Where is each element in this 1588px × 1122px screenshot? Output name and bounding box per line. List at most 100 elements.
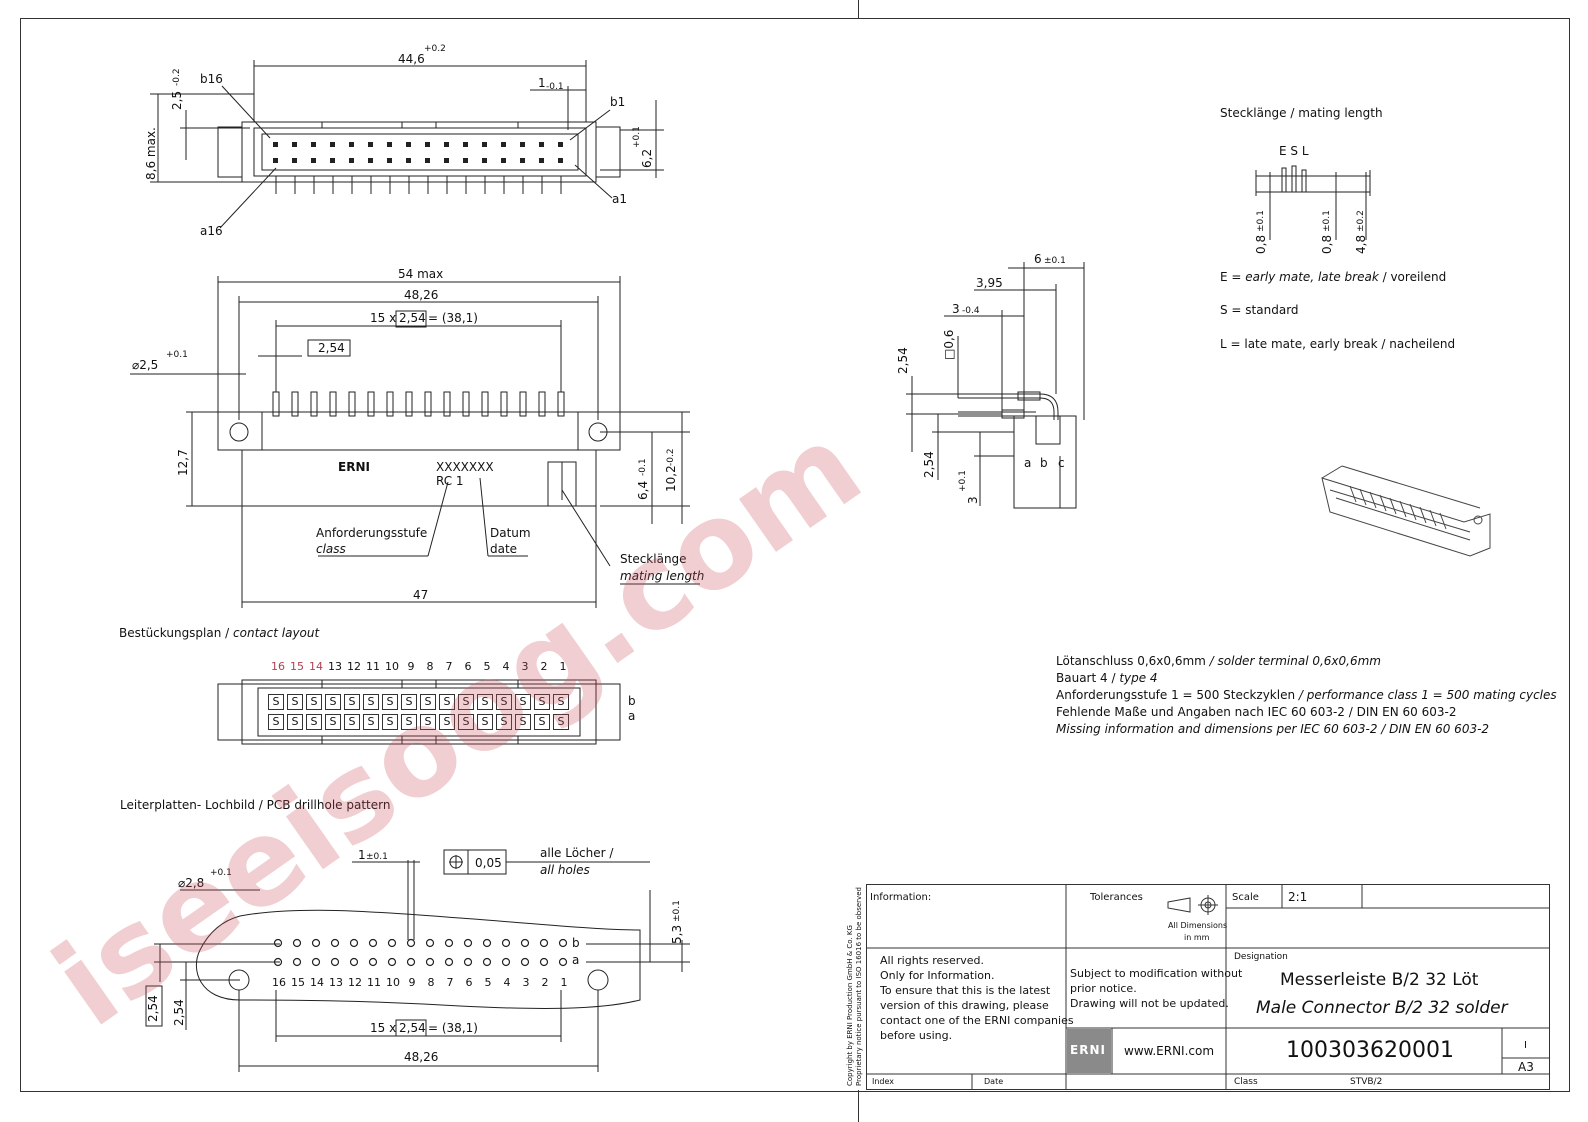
contact-number: 2 [540, 660, 548, 673]
pcb-number: 11 [367, 976, 381, 989]
tb-all-dimensions: All Dimensions [1168, 921, 1228, 930]
dim-width: 44,6 [398, 52, 425, 66]
pcb-hole-value: 2,8 [185, 876, 205, 890]
contact-cell: S [439, 714, 455, 730]
product-marking: XXXXXXX [436, 460, 494, 474]
tb-scale-value: 2:1 [1288, 890, 1308, 904]
pcb-number: 10 [386, 976, 400, 989]
contact-cell: S [401, 694, 417, 710]
pcb-number: 6 [465, 976, 473, 989]
tb-designation-de: Messerleiste B/2 32 Löt [1280, 970, 1479, 990]
note-3b: / performance class 1 = 500 mating cycle… [1295, 688, 1557, 702]
contact-cell: S [477, 714, 493, 730]
tb-logo: ERNI [1070, 1043, 1106, 1057]
note-line-4: Fehlende Maße und Angaben nach IEC 60 60… [1056, 705, 1457, 719]
contact-number: 11 [366, 660, 380, 673]
pcb-tolerance-value: 0,05 [475, 856, 502, 870]
class-marking: RC 1 [436, 474, 464, 488]
pcb-number: 3 [522, 976, 530, 989]
note-2a: Bauart 4 / [1056, 671, 1120, 685]
tb-designation-label: Designation [1234, 952, 1288, 962]
contact-cell: S [382, 714, 398, 730]
contact-cell: S [439, 694, 455, 710]
contact-cell: S [268, 714, 284, 730]
title-block [866, 884, 1550, 1090]
note-line-2: Bauart 4 / type 4 [1056, 671, 1158, 685]
pcb-row-a: a [572, 953, 580, 967]
contact-cell: S [534, 694, 550, 710]
side-dim-395: 3,95 [976, 276, 1003, 290]
side-row-a: a [1024, 456, 1032, 470]
contact-cell: S [458, 714, 474, 730]
pcb-number: 14 [310, 976, 324, 989]
tb-copyright: Copyright by ERNI Production GmbH & Co. … [846, 887, 863, 1086]
top-view-contacts [273, 142, 563, 163]
contact-cell: S [363, 694, 379, 710]
contact-cell: S [477, 694, 493, 710]
contact-number: 13 [328, 660, 342, 673]
contact-layout-title: Bestückungsplan / contact layout [119, 626, 319, 640]
tb-scale-label: Scale [1232, 892, 1259, 903]
label-datum: Datum [490, 526, 531, 540]
pcb-holes [273, 938, 568, 967]
contact-cell: S [515, 714, 531, 730]
contact-number: 9 [407, 660, 415, 673]
frame-tick-top [858, 0, 859, 18]
contact-cell: S [306, 714, 322, 730]
contact-cell: S [382, 694, 398, 710]
tb-revision: I [1524, 1040, 1527, 1051]
pcb-dim-4826: 48,26 [404, 1050, 439, 1064]
contact-cell: S [553, 694, 569, 710]
pcb-number: 9 [408, 976, 416, 989]
dim-381: = (38,1) [428, 311, 478, 325]
pcb-number: 7 [446, 976, 454, 989]
contact-cell: S [458, 694, 474, 710]
iso-connector-sketch [1321, 465, 1491, 557]
contact-cell: S [268, 694, 284, 710]
contact-number: 6 [464, 660, 472, 673]
mating-e-post: / voreilend [1378, 270, 1447, 284]
dim-254-pitch: 2,54 [318, 341, 345, 355]
contact-number: 1 [559, 660, 567, 673]
pcb-dim-15x: 15 x [370, 1021, 397, 1035]
pcb-number: 4 [503, 976, 511, 989]
label-class: class [316, 542, 346, 556]
contact-number: 4 [502, 660, 510, 673]
pcb-number: 1 [560, 976, 568, 989]
dim-hole-tol: +0.1 [166, 350, 188, 360]
contact-number: 3 [521, 660, 529, 673]
pcb-all-holes-de: alle Löcher / [540, 846, 614, 860]
note-1a: Lötanschluss 0,6x0,6mm [1056, 654, 1206, 668]
tb-url[interactable]: www.ERNI.com [1124, 1044, 1215, 1058]
contact-number: 7 [445, 660, 453, 673]
tb-information: Information: [870, 892, 932, 903]
dim-54max: 54 max [398, 267, 444, 281]
pcb-number: 15 [291, 976, 305, 989]
side-dim-6: 6 [1034, 252, 1042, 266]
label-anforderungsstufe: Anforderungsstufe [316, 526, 428, 540]
pcb-number: 13 [329, 976, 343, 989]
label-date: date [490, 542, 518, 556]
dim-pitch-tol: -0.1 [546, 82, 564, 92]
tb-class-value: STVB/2 [1350, 1077, 1383, 1087]
pcb-dim-381: = (38,1) [428, 1021, 478, 1035]
dim-pitch: 1 [538, 76, 546, 90]
label-mating-length: mating length [620, 569, 705, 583]
contact-cell: S [325, 694, 341, 710]
mating-e-italic: early mate, late break [1245, 270, 1379, 284]
side-dim-3: 3 [952, 302, 960, 316]
label-stecklaenge: Stecklänge [620, 552, 687, 566]
erni-logo-box [1067, 1029, 1111, 1073]
mating-e-line: E = early mate, late break / voreilend [1220, 270, 1446, 284]
pcb-title: Leiterplatten- Lochbild / PCB drillhole … [120, 798, 391, 812]
dim-47: 47 [413, 588, 429, 602]
pcb-dim-254-pitch: 2,54 [399, 1021, 426, 1035]
pcb-number: 5 [484, 976, 492, 989]
tb-subject: Subject to modification without prior no… [1070, 967, 1243, 1010]
pcb-hole-tol: +0.1 [210, 868, 232, 878]
dim-width-tol: +0.2 [424, 44, 446, 54]
contact-row-a: a [628, 709, 636, 723]
tb-part-number: 100303620001 [1286, 1038, 1454, 1063]
